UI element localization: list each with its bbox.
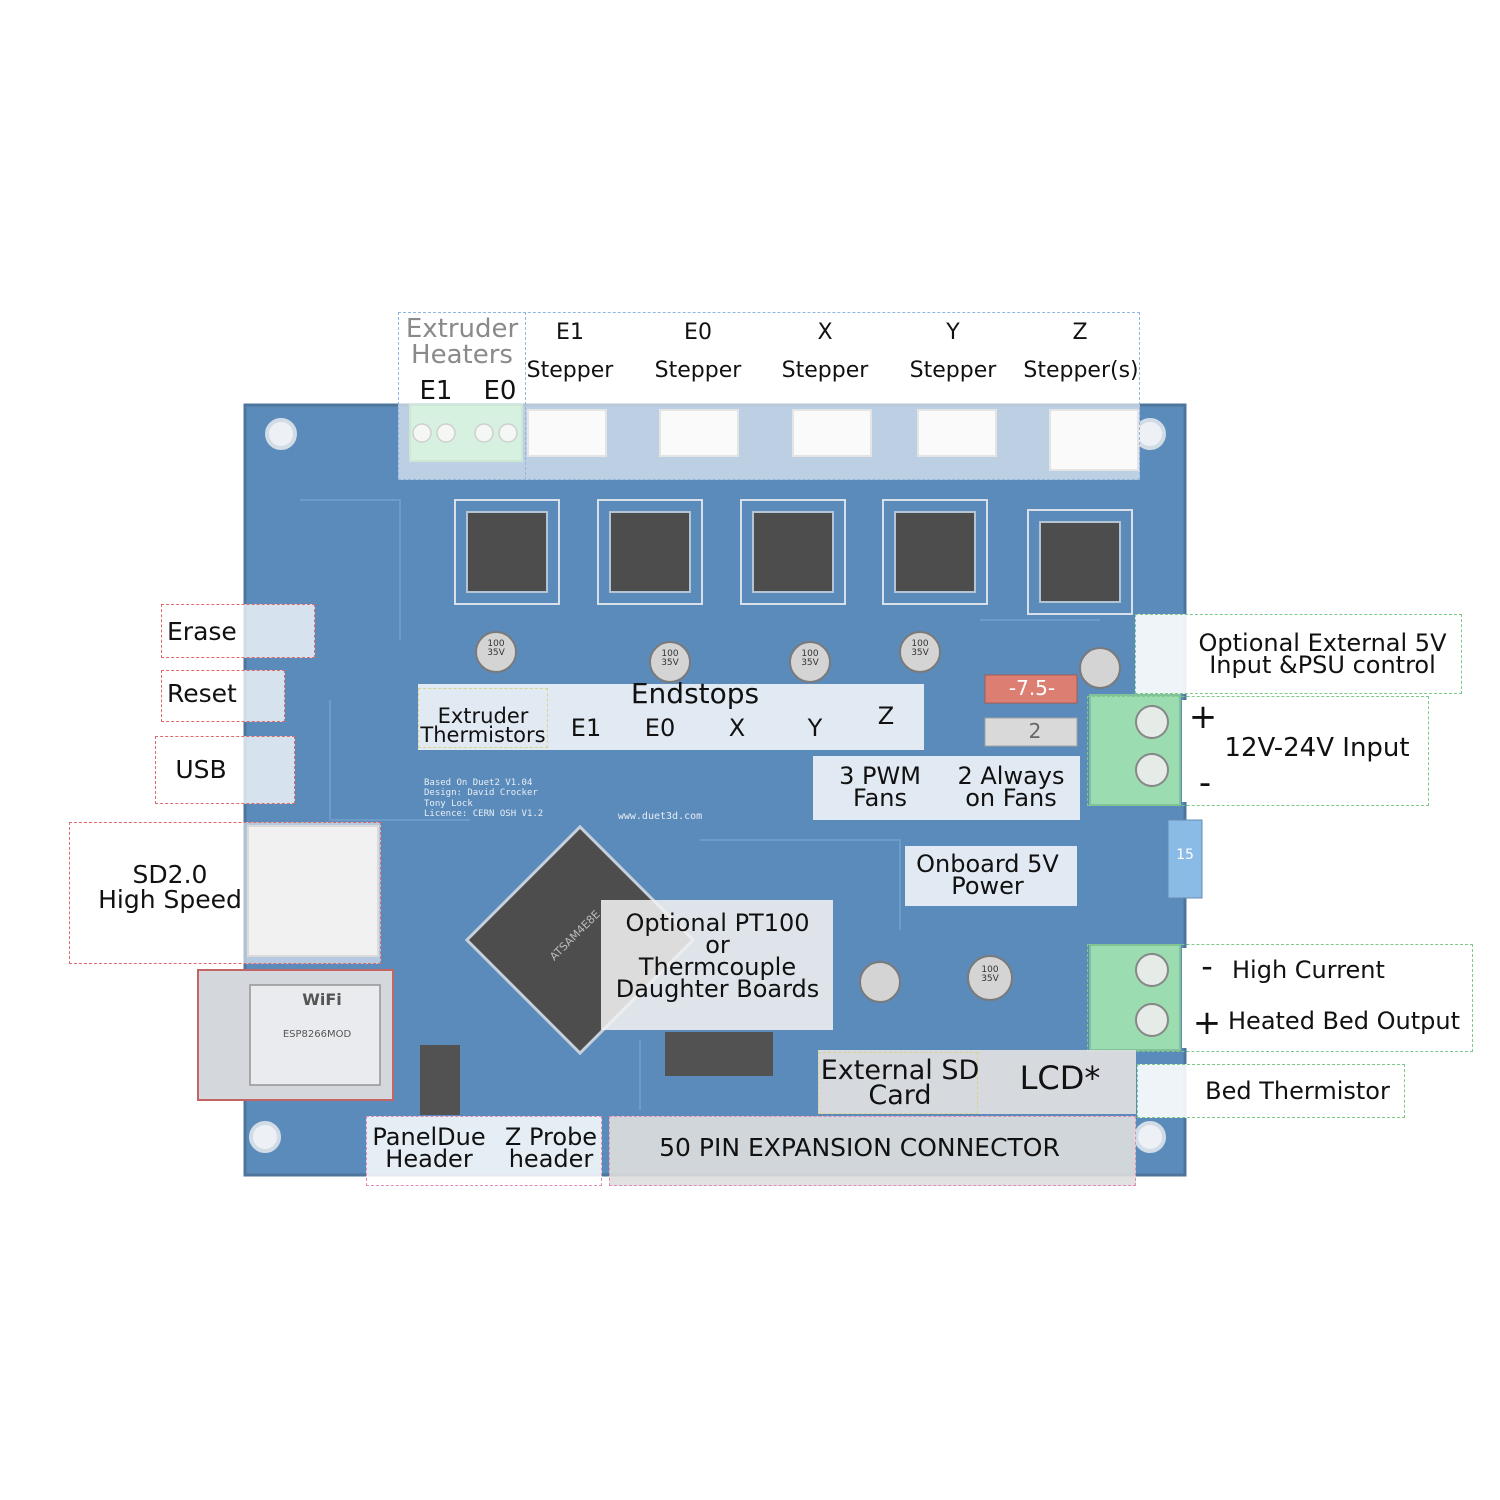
input-label-bg [1182,700,1426,802]
lcd-label: LCD* [1019,1059,1101,1097]
bed-thermistor-label: Bed Thermistor [1205,1077,1390,1105]
stepper-z-axis: Z [1072,320,1088,345]
ext-5v-label: Optional External 5V Input &PSU control [1198,629,1447,680]
pin-headers [420,1032,773,1115]
heater-e1-label: E1 [419,376,453,406]
sd-label: SD2.0 High Speed [98,860,242,914]
fuse-2-label: 2 [1028,719,1042,743]
bed-label-bg [1182,948,1470,1048]
credits-text: Based On Duet2 V1.04 Design: David Crock… [424,778,544,820]
endstop-e0-label: E0 [644,714,676,742]
pwm-fans-label: 3 PWM Fans [839,762,921,813]
fuse [984,674,1078,704]
stepper-e1-label: Stepper [526,358,614,383]
high-current-label: High Current [1232,956,1385,984]
stepper-y-label: Stepper [909,358,997,383]
sd-frame [69,822,381,964]
heated-bed-label: Heated Bed Output [1228,1007,1461,1035]
input-plus-sign: + [1188,697,1218,737]
daughter-boards-label: Optional PT100 or Thermcouple Daughter B… [615,909,820,1004]
bed-plus-sign: + [1192,1003,1222,1043]
url-text: www.duet3d.com [617,811,703,822]
top-connectors-frame [398,312,1140,480]
input-frame [1087,696,1429,806]
capacitors [475,631,1121,1003]
external-sd-frame [818,1052,978,1114]
stepper-e0-label: Stepper [654,358,742,383]
paneldue-label: PanelDue Header [372,1123,486,1174]
endstop-x-label: X [728,714,746,742]
daughter-board-panel [601,900,833,1030]
erase-frame [161,604,315,658]
mounting-holes [249,418,1166,1153]
heaters-frame [398,312,526,480]
cap-label-3: 100 35V [801,649,819,668]
stepper-x-label: Stepper [781,358,869,383]
wifi-logo-text: WiFi [302,990,342,1009]
input-minus-sign: - [1198,763,1212,803]
thermistor-endstop-panel [418,684,924,750]
cap-label-4: 100 35V [911,639,929,658]
stepper-drivers [466,511,1121,603]
wifi-model-text: ESP8266MOD [282,1029,352,1040]
endstop-e1-label: E1 [570,714,602,742]
onboard-5v-label: Onboard 5V Power [916,850,1059,901]
always-on-fans-label: 2 Always on Fans [957,762,1065,813]
bed-thermistor-frame [1137,1064,1405,1118]
heater-e0-label: E0 [483,376,517,406]
erase-label: Erase [167,617,237,646]
extruder-heaters-label: Extruder Heaters [405,314,519,370]
thermistor-frame [418,688,548,748]
paneldue-zprobe-frame [366,1116,602,1186]
bed-minus-sign: - [1201,947,1213,985]
cap-label-5: 100 35V [981,965,999,984]
expansion-frame [609,1116,1136,1186]
endstop-z-label: Z [877,702,895,730]
reset-frame [161,670,285,722]
cap-label-1: 100 35V [487,639,505,658]
endstops-label: Endstops [630,677,760,710]
expansion-label: 50 PIN EXPANSION CONNECTOR [659,1133,1060,1162]
external-sd-label: External SD Card [820,1055,980,1111]
onboard-5v-panel [905,846,1077,906]
endstop-y-label: Y [807,714,823,742]
stepper-z-label: Stepper(s) [1023,358,1139,383]
ext-5v-frame [1135,614,1462,694]
fuse-7-5-label: -7.5- [1008,676,1056,700]
cap-label-2: 100 35V [661,649,679,668]
usb-frame [155,736,295,804]
extruder-thermistors-label: Extruder Thermistors [420,704,546,747]
input-voltage-label: 12V-24V Input [1224,733,1410,763]
stepper-e0-axis: E0 [684,320,712,345]
usb-label: USB [175,755,227,784]
fuse-15-label: 15 [1176,847,1194,863]
zprobe-label: Z Probe header [504,1123,598,1174]
bed-output-frame [1087,944,1473,1052]
reset-label: Reset [167,679,237,708]
stepper-y-axis: Y [946,320,960,345]
stepper-x-axis: X [817,320,833,345]
fans-panel [813,756,1080,820]
stepper-e1-axis: E1 [556,320,584,345]
